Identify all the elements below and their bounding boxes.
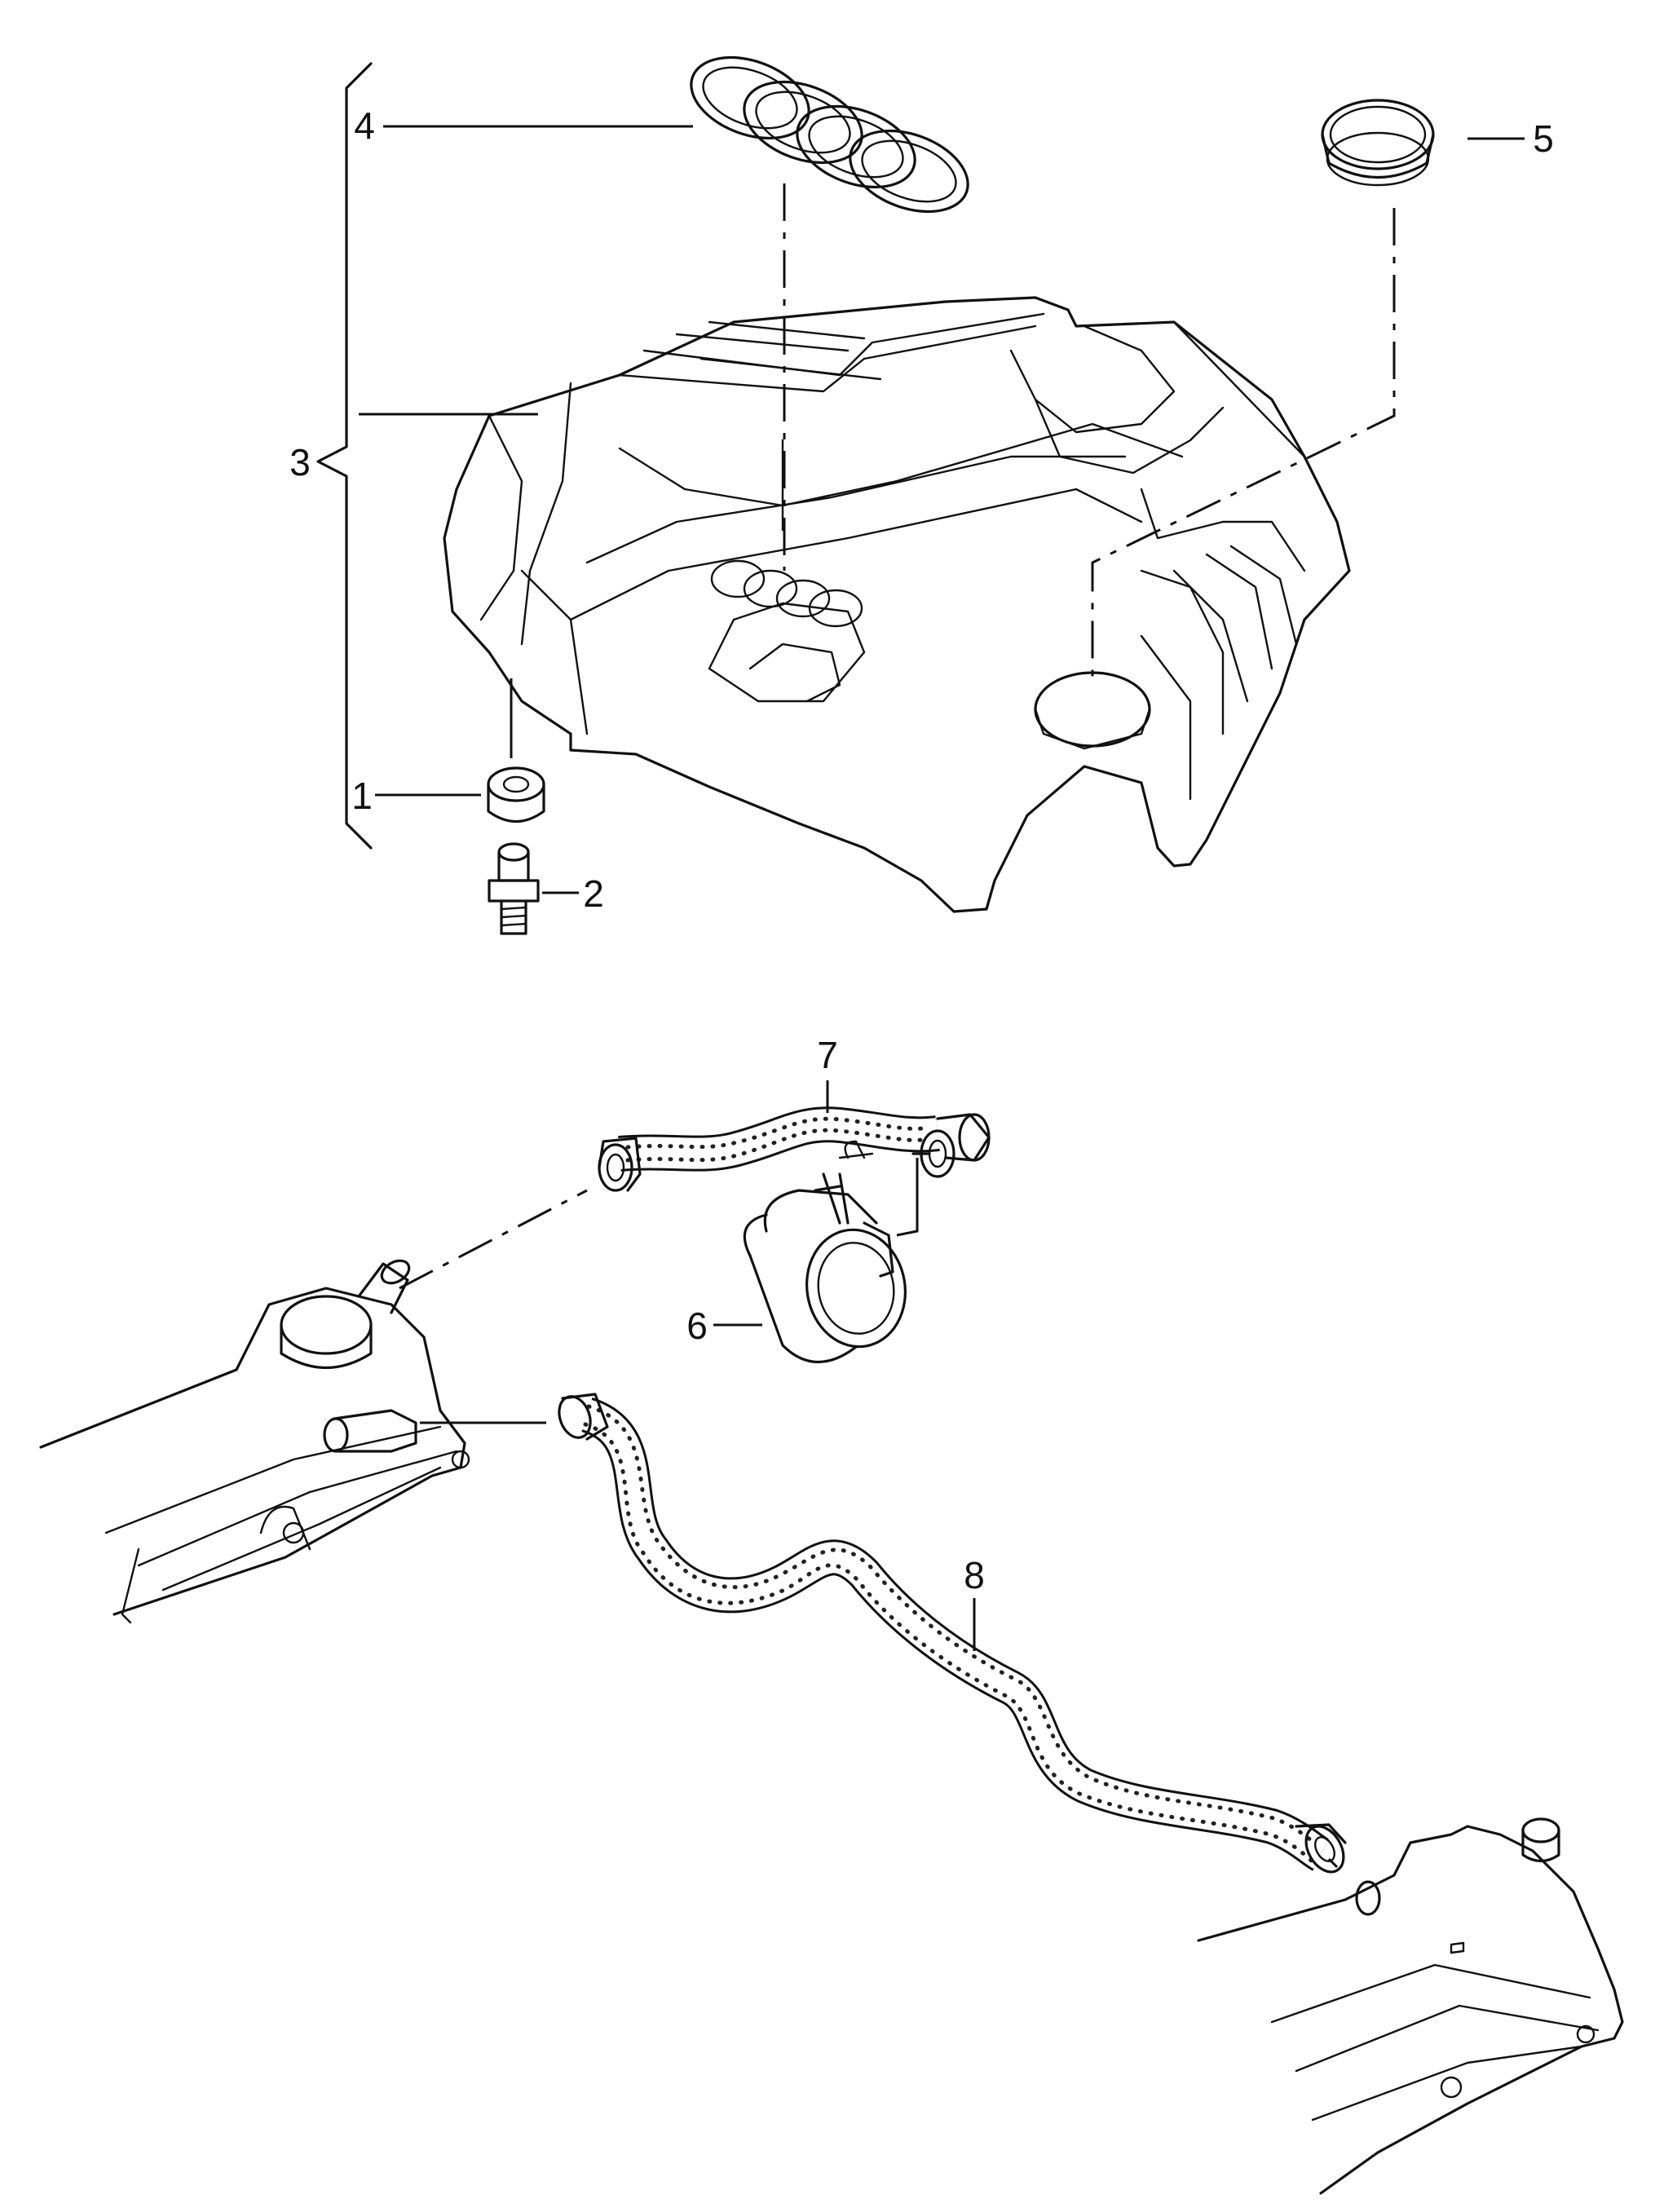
callout-6: 6 xyxy=(686,1305,708,1347)
hose-guide-line-1 xyxy=(399,1189,588,1290)
pressure-valve xyxy=(743,1140,907,1364)
callout-3: 3 xyxy=(289,441,311,483)
vent-hose xyxy=(558,1393,1347,1874)
callout-2: 2 xyxy=(583,872,604,915)
seal-guide-line xyxy=(1091,208,1396,677)
valve-cover-left xyxy=(39,1259,470,1624)
group-bracket xyxy=(316,62,373,850)
callout-7: 7 xyxy=(817,1034,838,1076)
seal-ring xyxy=(1321,99,1435,187)
valve-guide-line xyxy=(896,1158,919,1237)
engine-cover xyxy=(443,296,1351,913)
ball-stud xyxy=(488,842,540,935)
callout-4: 4 xyxy=(354,104,375,147)
valve-cover-right xyxy=(1197,1817,1624,2195)
emblem-rings xyxy=(690,55,969,214)
breather-hose xyxy=(598,1106,991,1192)
grommet xyxy=(487,766,545,823)
callout-5: 5 xyxy=(1533,117,1554,160)
callout-8: 8 xyxy=(964,1554,985,1596)
callout-1: 1 xyxy=(351,775,373,817)
